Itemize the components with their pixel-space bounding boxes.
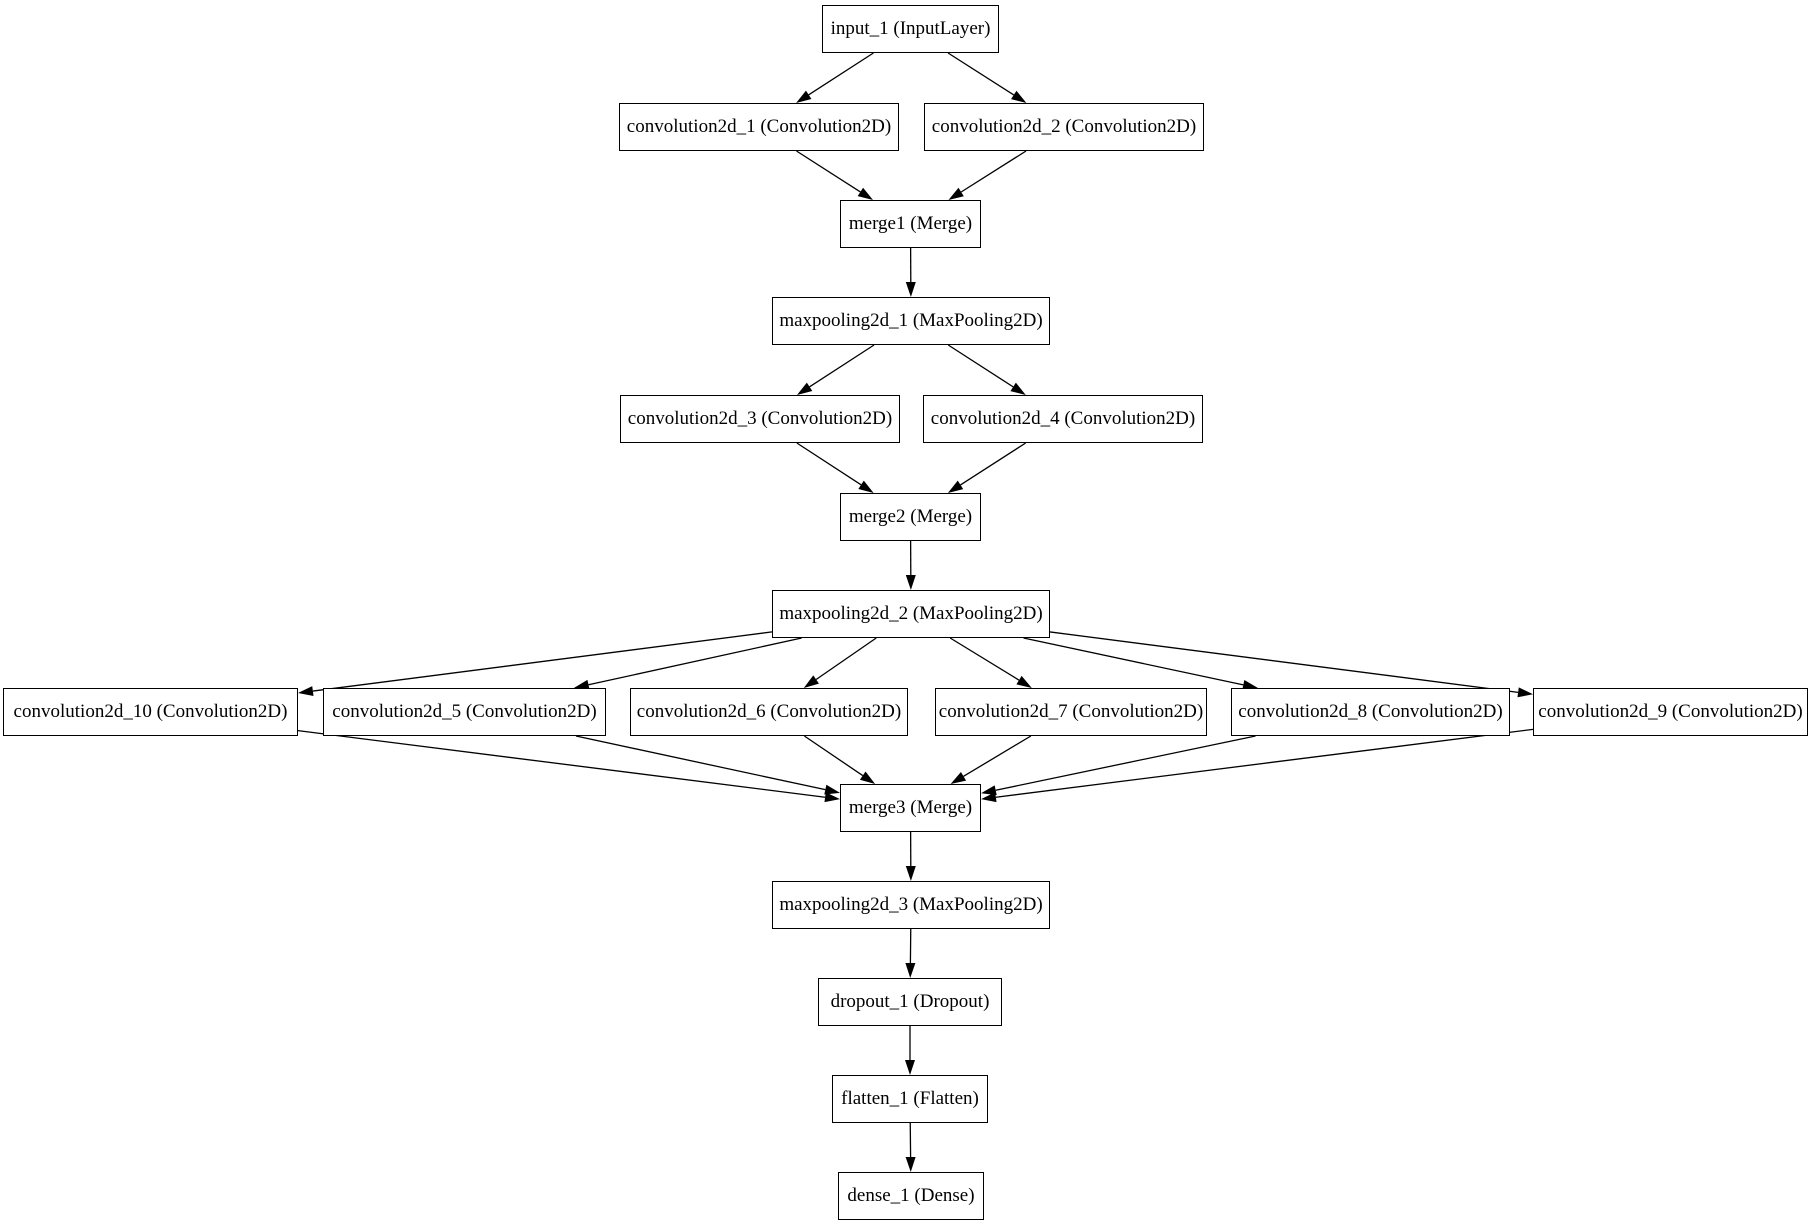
layer-node-convolution2d_9: convolution2d_9 (Convolution2D) — [1533, 688, 1808, 736]
layer-node-merge3: merge3 (Merge) — [840, 784, 981, 832]
layer-node-merge1: merge1 (Merge) — [840, 200, 981, 248]
layer-node-convolution2d_7: convolution2d_7 (Convolution2D) — [935, 688, 1207, 736]
layer-node-convolution2d_1: convolution2d_1 (Convolution2D) — [619, 103, 899, 151]
layer-node-input_1: input_1 (InputLayer) — [822, 5, 999, 53]
layer-node-convolution2d_4: convolution2d_4 (Convolution2D) — [923, 395, 1203, 443]
layer-node-convolution2d_10: convolution2d_10 (Convolution2D) — [3, 688, 298, 736]
layer-node-maxpooling2d_3: maxpooling2d_3 (MaxPooling2D) — [772, 881, 1050, 929]
layer-node-dense_1: dense_1 (Dense) — [838, 1172, 984, 1220]
layer-node-merge2: merge2 (Merge) — [840, 493, 981, 541]
layer-node-dropout_1: dropout_1 (Dropout) — [818, 978, 1002, 1026]
layer-node-maxpooling2d_2: maxpooling2d_2 (MaxPooling2D) — [772, 590, 1050, 638]
layer-node-maxpooling2d_1: maxpooling2d_1 (MaxPooling2D) — [772, 297, 1050, 345]
layer-node-convolution2d_5: convolution2d_5 (Convolution2D) — [323, 688, 606, 736]
layer-node-convolution2d_2: convolution2d_2 (Convolution2D) — [924, 103, 1204, 151]
layer-node-convolution2d_8: convolution2d_8 (Convolution2D) — [1231, 688, 1510, 736]
layer-node-convolution2d_3: convolution2d_3 (Convolution2D) — [620, 395, 900, 443]
layer-node-convolution2d_6: convolution2d_6 (Convolution2D) — [630, 688, 908, 736]
layer-node-flatten_1: flatten_1 (Flatten) — [832, 1075, 988, 1123]
